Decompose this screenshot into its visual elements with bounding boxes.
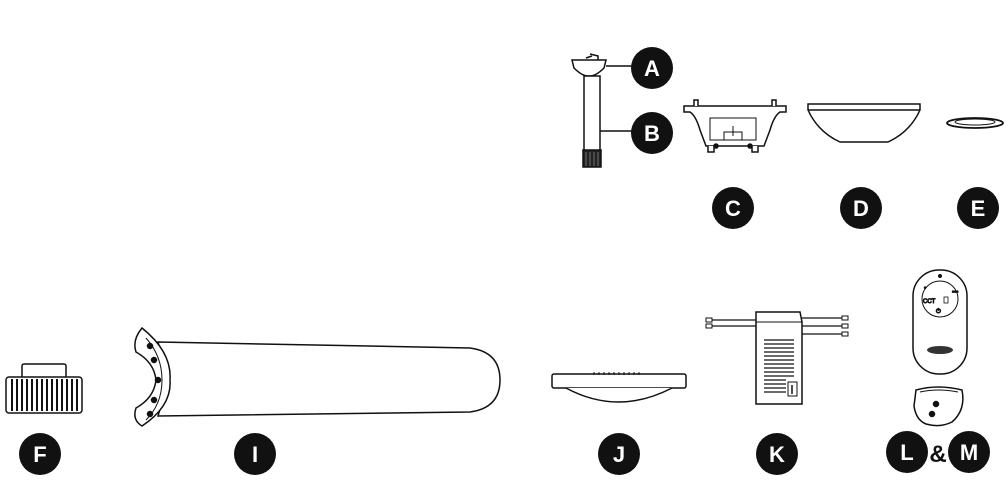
badge-c: C bbox=[712, 187, 754, 229]
switch-housing-drawing bbox=[5, 363, 83, 414]
remote-holder-drawing bbox=[913, 386, 964, 427]
mounting-bracket-drawing bbox=[683, 99, 787, 153]
remote-dot-right: ••• bbox=[952, 290, 958, 296]
badge-k: K bbox=[756, 433, 798, 475]
badge-b-label: B bbox=[644, 121, 660, 146]
badge-a-label: A bbox=[644, 56, 660, 81]
remote-control-drawing: • ••• CCT ⏻ bbox=[912, 269, 968, 375]
badge-l-label: L bbox=[900, 440, 913, 465]
badge-d-label: D bbox=[853, 196, 869, 221]
badge-i-label: I bbox=[252, 442, 258, 467]
badge-j-label: J bbox=[613, 442, 625, 467]
remote-cct-label: CCT bbox=[923, 299, 936, 305]
badge-e-label: E bbox=[971, 196, 986, 221]
fan-blade-drawing bbox=[134, 326, 501, 427]
downrod-assembly-drawing bbox=[571, 53, 607, 168]
badge-e: E bbox=[957, 187, 999, 229]
canopy-ring-drawing bbox=[946, 117, 1004, 129]
badge-f-label: F bbox=[33, 442, 46, 467]
canopy-drawing bbox=[807, 103, 921, 143]
badge-i: I bbox=[234, 433, 276, 475]
badge-c-label: C bbox=[725, 196, 741, 221]
badge-f: F bbox=[19, 433, 61, 475]
badge-a: A bbox=[631, 47, 673, 89]
badge-d: D bbox=[840, 187, 882, 229]
remote-dot-left: • bbox=[924, 286, 926, 292]
badge-m-label: M bbox=[960, 440, 978, 465]
ampersand: & bbox=[929, 441, 946, 468]
badge-j: J bbox=[598, 433, 640, 475]
receiver-drawing bbox=[705, 311, 849, 405]
power-icon: ⏻ bbox=[936, 308, 941, 315]
badge-m: M bbox=[948, 431, 990, 473]
badge-b: B bbox=[631, 112, 673, 154]
badge-l: L bbox=[886, 431, 928, 473]
light-cover-drawing bbox=[551, 372, 687, 403]
badge-k-label: K bbox=[769, 442, 785, 467]
